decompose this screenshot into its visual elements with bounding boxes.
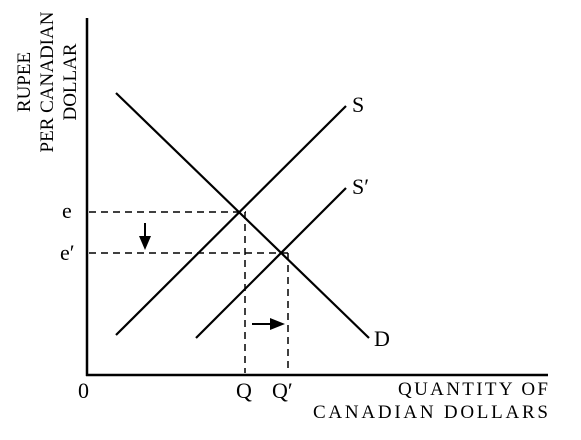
quantity-label-q: Q [236, 378, 252, 403]
origin-label: 0 [78, 378, 89, 403]
price-label-e-prime: e′ [60, 240, 75, 265]
price-label-e: e [62, 198, 72, 223]
quantity-label-q-prime: Q′ [272, 378, 293, 403]
down-arrow [139, 223, 151, 250]
x-axis-label-line-1: QUANTITY OF [398, 379, 548, 400]
demand-label: D [374, 326, 390, 351]
supply-curve [115, 105, 347, 336]
supply-curve-shifted [195, 187, 347, 339]
y-axis-label-line-1: RUPEE [14, 52, 35, 112]
supply-shifted-label: S′ [352, 174, 369, 199]
demand-curve [115, 92, 370, 339]
y-axis-label-line-3: DOLLAR [60, 43, 81, 120]
x-axis-label-line-2: CANADIAN DOLLARS [313, 402, 548, 423]
right-arrow [252, 318, 285, 330]
supply-label: S [352, 92, 364, 117]
y-axis-label-line-2: PER CANADIAN [37, 11, 58, 152]
